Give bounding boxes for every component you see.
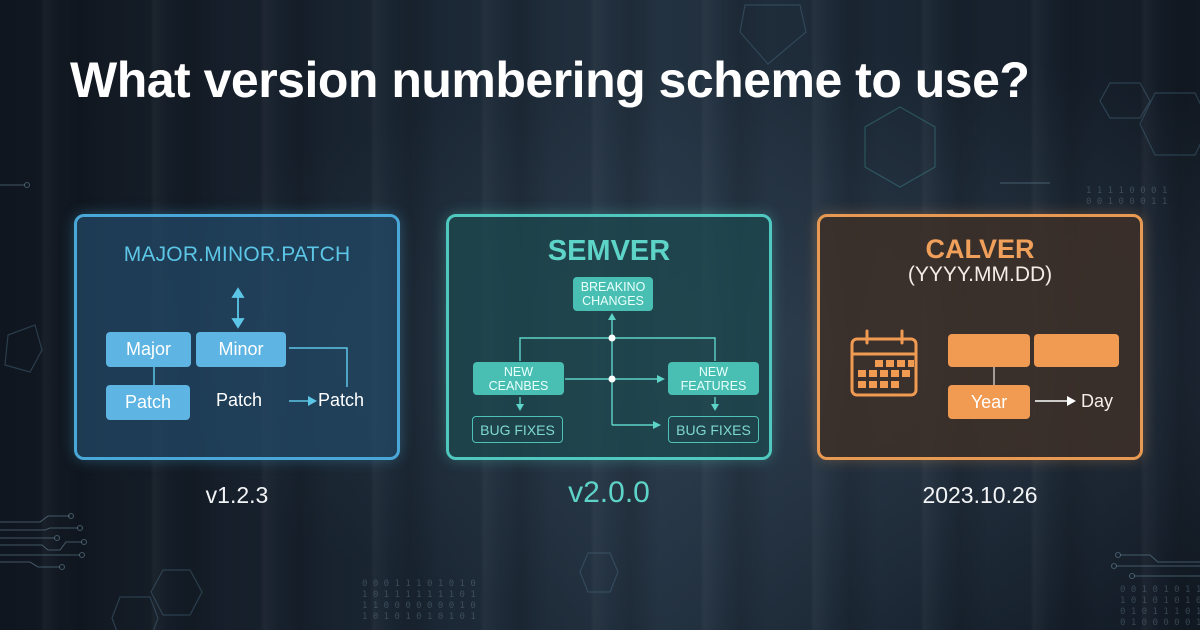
arrow-right-icon xyxy=(657,375,665,383)
breaking-changes-box: BREAKINO CHANGES xyxy=(573,277,653,311)
new-features-line-1: NEW xyxy=(698,364,729,379)
day-label: Day xyxy=(1081,391,1114,411)
arrow-down-icon xyxy=(231,318,245,329)
version-example-calver: 2023.10.26 xyxy=(922,482,1038,508)
version-example-semantic: v1.2.3 xyxy=(205,482,269,508)
connector-lines xyxy=(153,287,348,406)
card-heading: MAJOR.MINOR.PATCH xyxy=(123,243,351,266)
calver-format: (YYYY.MM.DD) xyxy=(907,263,1053,286)
year-box: Year xyxy=(948,385,1030,419)
semver-card: SEMVER BREAKINO CHANGES NEW CEANBES NEW … xyxy=(446,214,772,460)
card-heading: CALVER xyxy=(925,234,1035,264)
arrow-right-icon xyxy=(1067,396,1076,406)
card-heading: SEMVER xyxy=(547,235,671,267)
flow-connectors xyxy=(516,313,719,429)
junction-dot xyxy=(608,334,616,342)
arrow-up-icon xyxy=(231,287,245,298)
arrow-down-icon xyxy=(516,404,524,411)
day-block xyxy=(1034,334,1119,367)
major-box: Major xyxy=(106,332,191,367)
calver-card: CALVER (YYYY.MM.DD) Year Day xyxy=(817,214,1143,460)
bug-fixes-box-right: BUG FIXES xyxy=(668,416,759,443)
breaking-line-1: BREAKINO xyxy=(580,280,646,294)
month-block xyxy=(948,334,1030,367)
arrow-up-icon xyxy=(608,313,616,320)
arrow-down-icon xyxy=(711,404,719,411)
patch-box: Patch xyxy=(106,385,190,420)
semantic-versioning-card: MAJOR.MINOR.PATCH Major Minor Patch Patc… xyxy=(74,214,400,460)
version-example-semver: v2.0.0 xyxy=(568,476,650,509)
new-changes-line-2: CEANBES xyxy=(488,378,549,393)
calendar-icon xyxy=(850,329,918,397)
bug-fixes-box-left: BUG FIXES xyxy=(472,416,563,443)
new-features-box: NEW FEATURES xyxy=(668,362,759,395)
junction-dot xyxy=(608,375,616,383)
new-features-line-2: FEATURES xyxy=(680,378,747,393)
new-changes-box: NEW CEANBES xyxy=(473,362,564,395)
breaking-line-2: CHANGES xyxy=(582,294,644,308)
minor-box: Minor xyxy=(196,332,286,367)
page-title: What version numbering scheme to use? xyxy=(70,52,1030,108)
arrow-right-icon xyxy=(653,421,661,429)
arrow-right-icon xyxy=(308,396,317,406)
patch-target-label: Patch xyxy=(318,390,365,410)
patch-label: Patch xyxy=(216,390,263,410)
new-changes-line-1: NEW xyxy=(503,364,534,379)
